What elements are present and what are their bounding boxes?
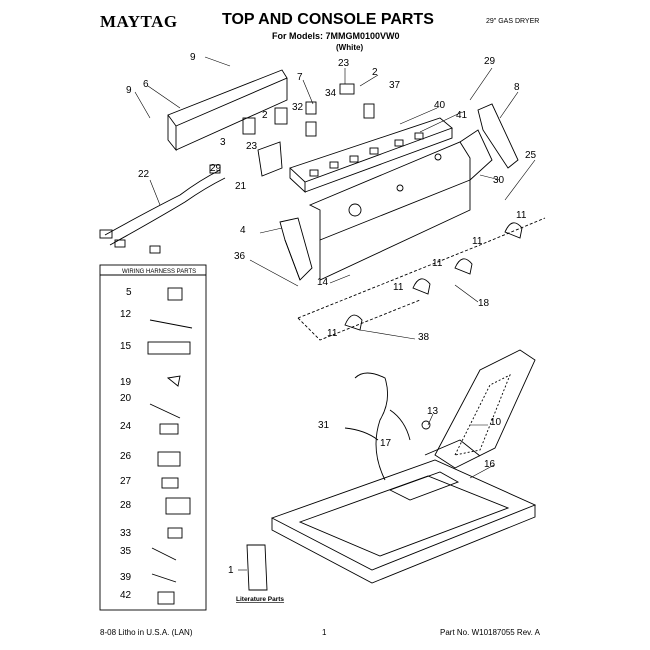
callout-36: 36	[234, 251, 246, 262]
leader-lines	[134, 56, 536, 571]
callout-16: 16	[484, 459, 496, 470]
callout-10: 10	[490, 417, 502, 428]
callout-7: 7	[297, 72, 303, 83]
callout-38: 38	[418, 332, 430, 343]
callout-11: 11	[472, 236, 483, 247]
footer-litho: 8-08 Litho in U.S.A. (LAN)	[100, 628, 193, 637]
small-switch-parts	[242, 83, 375, 177]
callout-9: 9	[190, 52, 196, 63]
callout-11: 11	[432, 258, 443, 269]
callout-2: 2	[372, 67, 378, 78]
callout-32: 32	[292, 102, 304, 113]
callout-29: 29	[484, 56, 496, 67]
wiring-item-42: 42	[120, 590, 132, 601]
callout-40: 40	[434, 100, 446, 111]
callout-labels: 9 6 9 7 23 2 34 37 29 8 32 2 40 41 3 23 …	[126, 52, 537, 470]
console-end-cap-left	[279, 217, 313, 281]
wiring-item-33: 33	[120, 528, 132, 539]
callout-22: 22	[138, 169, 150, 180]
wire-harness-22	[99, 164, 226, 254]
wiring-item-27: 27	[120, 476, 132, 487]
callout-11: 11	[327, 328, 338, 339]
wiring-item-20: 20	[120, 393, 132, 404]
brand-logo: MAYTAG	[100, 12, 178, 31]
internal-wire-harness	[344, 372, 431, 481]
callout-8: 8	[514, 82, 520, 93]
wiring-item-24: 24	[120, 421, 132, 432]
callout-34: 34	[325, 88, 337, 99]
callout-14: 14	[317, 277, 329, 288]
callout-17: 17	[380, 438, 392, 449]
callout-23: 23	[246, 141, 258, 152]
callout-23: 23	[338, 58, 350, 69]
literature-labels: 1 Literature Parts	[228, 565, 284, 603]
callout-11: 11	[393, 282, 404, 293]
callout-13: 13	[427, 406, 439, 417]
callout-25: 25	[525, 150, 537, 161]
wiring-item-5: 5	[126, 287, 132, 298]
callout-1: 1	[228, 565, 234, 576]
callout-18: 18	[478, 298, 490, 309]
footer-page-number: 1	[322, 628, 327, 637]
wiring-box-title: WIRING HARNESS PARTS	[122, 269, 196, 275]
callout-29: 29	[210, 163, 222, 174]
callout-11: 11	[516, 210, 527, 221]
page-title: TOP AND CONSOLE PARTS	[222, 11, 434, 28]
callout-21: 21	[235, 181, 247, 192]
callout-30: 30	[493, 175, 505, 186]
callout-2: 2	[262, 110, 268, 121]
wiring-item-39: 39	[120, 572, 132, 583]
wiring-item-15: 15	[120, 341, 132, 352]
lint-filter	[434, 349, 536, 469]
callout-4: 4	[240, 225, 246, 236]
wiring-item-19: 19	[120, 377, 132, 388]
knob-area-outline	[297, 217, 546, 341]
literature-booklet	[246, 544, 268, 591]
callout-31: 31	[318, 420, 330, 431]
callout-6: 6	[143, 79, 149, 90]
literature-parts-label: Literature Parts	[236, 596, 284, 603]
console-housing	[308, 129, 493, 281]
wiring-item-12: 12	[120, 309, 132, 320]
wiring-item-26: 26	[120, 451, 132, 462]
callout-37: 37	[389, 80, 401, 91]
callout-3: 3	[220, 137, 226, 148]
models-line: For Models: 7MMGM0100VW0	[272, 31, 400, 41]
dryer-top-panel	[270, 439, 537, 584]
console-end-cap-right	[477, 103, 519, 169]
callout-41: 41	[456, 110, 468, 121]
callout-9: 9	[126, 85, 132, 96]
control-panel	[289, 117, 453, 194]
product-type: 29" GAS DRYER	[486, 18, 540, 25]
wiring-item-28: 28	[120, 500, 132, 511]
knobs	[344, 222, 523, 331]
wiring-box-labels: WIRING HARNESS PARTS 5 12 15 19 20 24 26…	[120, 269, 196, 601]
wiring-item-35: 35	[120, 546, 132, 557]
footer-part-number: Part No. W10187055 Rev. A	[440, 628, 540, 637]
color-note: (White)	[336, 43, 364, 52]
wiring-harness-box	[99, 264, 207, 611]
console-back-rail	[167, 69, 288, 152]
